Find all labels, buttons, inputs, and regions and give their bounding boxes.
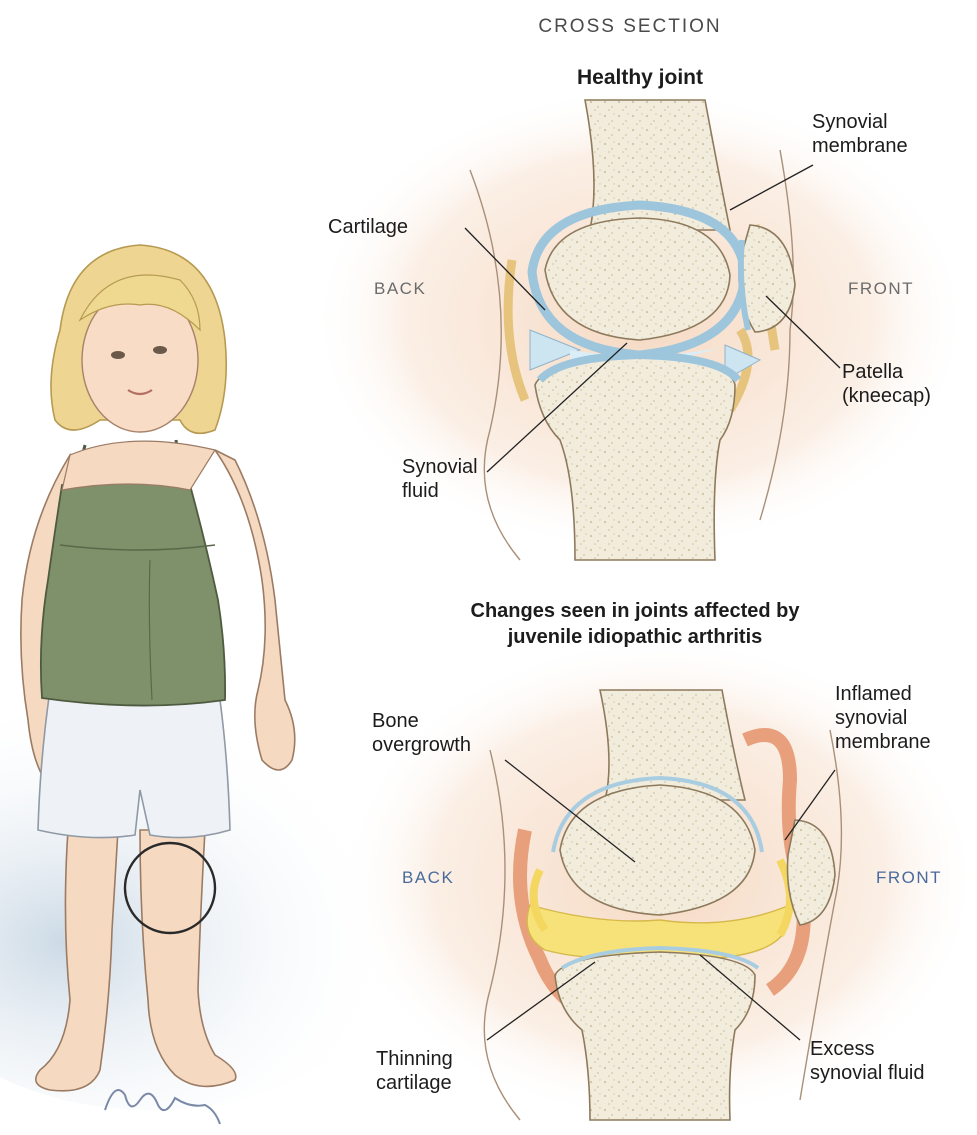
healthy-joint-title: Healthy joint (490, 65, 790, 90)
label-synovial-membrane: Synovial membrane (812, 110, 908, 158)
cross-section-heading: CROSS SECTION (480, 16, 780, 39)
label-synovial-fluid: Synovial fluid (402, 455, 478, 503)
label-back-bottom: BACK (402, 868, 454, 888)
label-thinning-cartilage: Thinning cartilage (376, 1047, 453, 1095)
label-bone-overgrowth: Bone overgrowth (372, 709, 471, 757)
label-patella: Patella (kneecap) (842, 360, 931, 408)
label-back-top: BACK (374, 279, 426, 299)
label-front-bottom: FRONT (876, 868, 942, 888)
label-inflamed-membrane: Inflamed synovial membrane (835, 682, 931, 754)
label-front-top: FRONT (848, 279, 914, 299)
label-excess-fluid: Excess synovial fluid (810, 1037, 925, 1085)
shirt (41, 479, 225, 706)
affected-joint-title: Changes seen in joints affected by juven… (395, 598, 875, 650)
shorts (38, 690, 230, 838)
label-cartilage: Cartilage (328, 215, 408, 239)
